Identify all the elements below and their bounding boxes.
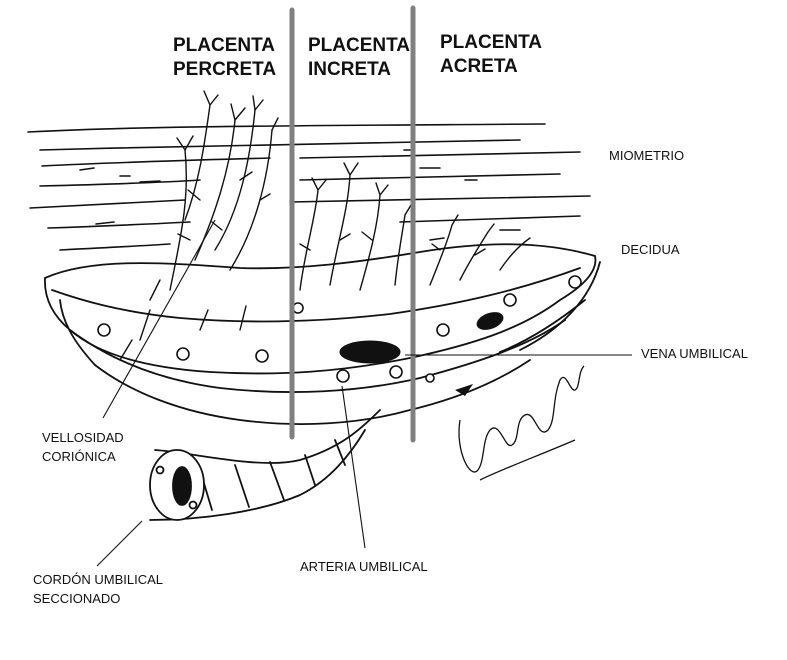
label-cordon-umbilical: CORDÓN UMBILICAL SECCIONADO [33, 570, 163, 608]
arteria-leader [342, 386, 365, 548]
header-increta: PLACENTA INCRETA [308, 34, 410, 82]
header-acreta: PLACENTA ACRETA [440, 31, 542, 79]
umbilical-cord [150, 410, 380, 520]
header-percreta: PLACENTA PERCRETA [173, 34, 276, 82]
myometrium-layer [28, 124, 590, 250]
label-decidua: DECIDUA [621, 240, 680, 259]
decidua-layer [45, 244, 600, 424]
umbilical-vein [340, 309, 506, 396]
signature [459, 366, 584, 480]
cordon-leader [97, 521, 142, 566]
label-arteria-umbilical: ARTERIA UMBILICAL [300, 557, 428, 576]
label-vellosidad-corionica: VELLOSIDAD CORIÓNICA [42, 428, 124, 466]
label-miometrio: MIOMETRIO [609, 146, 684, 165]
label-vena-umbilical: VENA UMBILICAL [641, 344, 748, 363]
